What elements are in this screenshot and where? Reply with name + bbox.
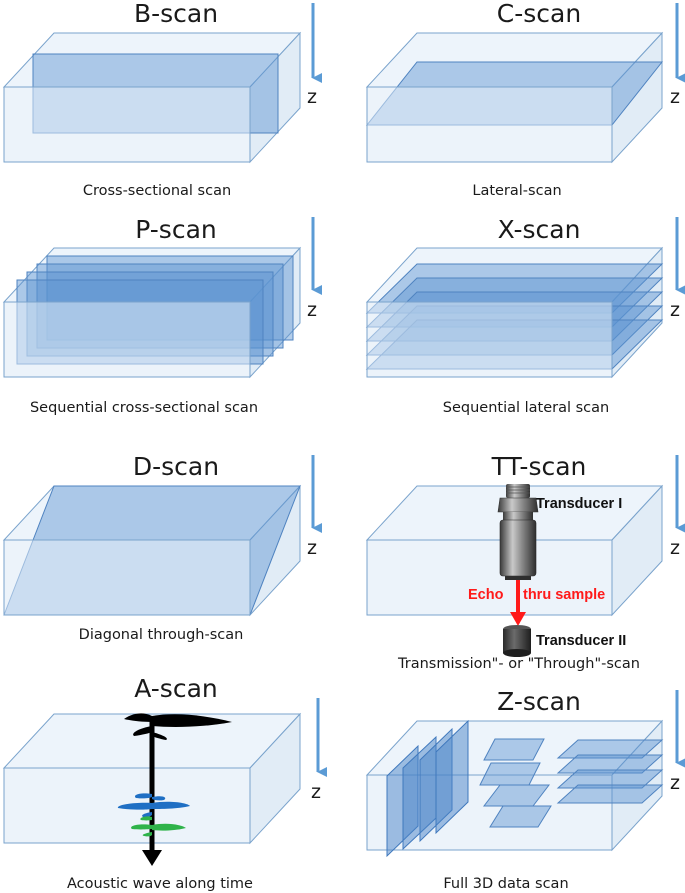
z-scan-vertical-planes bbox=[386, 719, 469, 858]
c-scan-title: C-scan bbox=[497, 0, 581, 28]
x-scan-caption: Sequential lateral scan bbox=[443, 400, 609, 416]
c-scan-panel: C-scan z Lateral-scan bbox=[365, 0, 685, 199]
a-scan-panel: A-scan z Acoustic wave along time bbox=[2, 674, 327, 892]
z-scan-caption: Full 3D data scan bbox=[443, 876, 568, 892]
d-scan-z-label: z bbox=[307, 537, 317, 559]
echo-label: Echo bbox=[468, 587, 504, 603]
acoustic-waveform bbox=[117, 713, 232, 866]
transducer-2-label: Transducer II bbox=[536, 633, 626, 649]
c-scan-caption: Lateral-scan bbox=[472, 183, 561, 199]
b-scan-panel: B-scan z Cross-sectional scan bbox=[2, 0, 322, 199]
x-scan-box bbox=[365, 246, 664, 379]
transducer-1-image bbox=[497, 484, 539, 580]
a-scan-caption: Acoustic wave along time bbox=[67, 876, 253, 892]
a-scan-z-label: z bbox=[311, 781, 321, 803]
z-scan-z-label: z bbox=[670, 772, 680, 794]
b-scan-z-label: z bbox=[307, 86, 317, 108]
transducer-2-image bbox=[503, 625, 531, 657]
tt-scan-title: TT-scan bbox=[491, 452, 587, 481]
x-scan-panel: X-scan z Sequential lateral scan bbox=[365, 215, 685, 416]
x-scan-title: X-scan bbox=[498, 215, 581, 244]
a-scan-title: A-scan bbox=[134, 674, 218, 703]
d-scan-panel: D-scan z Diagonal through-scan bbox=[2, 452, 322, 643]
p-scan-title: P-scan bbox=[135, 215, 216, 244]
d-scan-title: D-scan bbox=[133, 452, 219, 481]
thru-sample-label: thru sample bbox=[523, 587, 605, 603]
d-scan-caption: Diagonal through-scan bbox=[79, 627, 244, 643]
b-scan-box bbox=[2, 31, 302, 164]
b-scan-caption: Cross-sectional scan bbox=[83, 183, 231, 199]
b-scan-title: B-scan bbox=[134, 0, 218, 28]
p-scan-z-label: z bbox=[307, 299, 317, 321]
c-scan-z-label: z bbox=[670, 86, 680, 108]
z-scan-right-planes bbox=[556, 739, 664, 804]
z-scan-panel: Z-scan z Full 3D data scan bbox=[365, 687, 685, 892]
echo-arrow-head bbox=[510, 612, 526, 626]
p-scan-caption: Sequential cross-sectional scan bbox=[30, 400, 258, 416]
p-scan-box bbox=[2, 246, 302, 379]
p-scan-panel: P-scan z Sequential cross-sectional scan bbox=[2, 215, 322, 416]
tt-scan-panel: TT-scan Transducer I Echo thru sample bbox=[365, 452, 685, 672]
tt-scan-z-label: z bbox=[670, 537, 680, 559]
tt-scan-caption: Transmission"- or "Through"-scan bbox=[397, 656, 640, 672]
z-scan-title: Z-scan bbox=[497, 687, 581, 716]
c-scan-box bbox=[365, 31, 664, 164]
d-scan-box bbox=[2, 484, 302, 617]
z-scan-middle-planes bbox=[479, 738, 552, 828]
transducer-1-label: Transducer I bbox=[536, 496, 622, 512]
x-scan-z-label: z bbox=[670, 299, 680, 321]
